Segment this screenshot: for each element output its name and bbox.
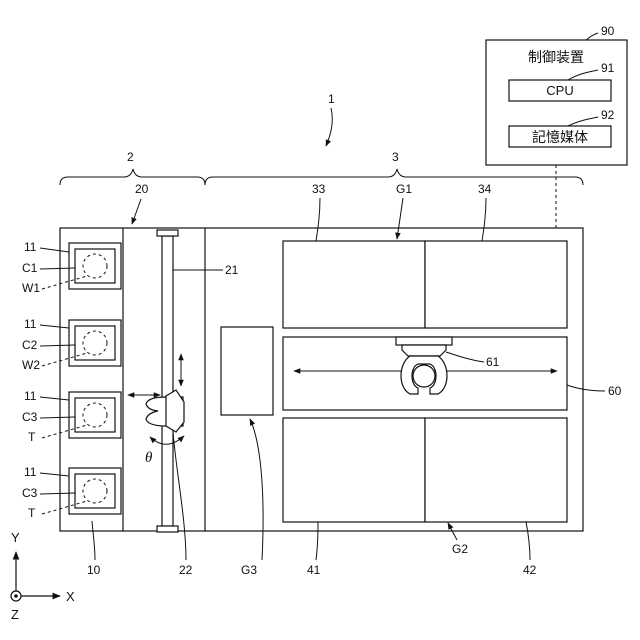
label-cassette-11: 11	[24, 240, 37, 254]
cassette-3	[69, 392, 121, 438]
coordinate-axes: Y X Z	[11, 530, 75, 622]
leader	[40, 397, 69, 400]
label-transfer-arm: 22	[179, 563, 193, 577]
brace-loading	[60, 169, 205, 185]
process-block-34	[425, 241, 567, 328]
cpu-label: CPU	[546, 83, 573, 98]
z-axis-dot	[14, 594, 18, 598]
guide-rail	[162, 236, 173, 526]
group-3-unit	[221, 327, 273, 415]
leader	[40, 248, 69, 252]
leader-34	[482, 198, 486, 241]
axis-z-label: Z	[11, 607, 19, 622]
label-controller: 90	[601, 24, 615, 38]
label-cassette-11: 11	[24, 389, 37, 403]
label-c-2: C2	[22, 338, 38, 352]
leader	[40, 473, 69, 476]
cassette-2	[69, 320, 121, 366]
leader-system	[326, 108, 332, 146]
label-process-block-42: 42	[523, 563, 537, 577]
label-process-block-41: 41	[307, 563, 321, 577]
leader-g1	[397, 198, 403, 239]
transfer-device	[396, 337, 452, 394]
leader-g3	[250, 419, 263, 560]
leader-42	[526, 522, 530, 560]
label-cassette-11: 11	[24, 317, 37, 331]
storage-label: 記憶媒体	[532, 129, 588, 145]
brace-processing	[205, 169, 583, 185]
label-processing-section: 3	[392, 150, 399, 164]
label-process-block-34: 34	[478, 182, 492, 196]
label-cassette-stage: 10	[87, 563, 101, 577]
label-c-4: C3	[22, 486, 38, 500]
device-wafer	[413, 365, 435, 387]
leader-22	[173, 432, 186, 560]
arm-base	[166, 390, 184, 432]
leader-60	[567, 385, 605, 391]
label-theta: θ	[145, 450, 153, 466]
label-guide-rail: 21	[225, 263, 239, 277]
device-body	[402, 345, 446, 356]
label-group-2: G2	[452, 542, 468, 556]
label-w-2: W2	[22, 358, 40, 372]
leader-10	[92, 521, 95, 560]
label-cassette-11: 11	[24, 465, 37, 479]
cassette-1	[69, 243, 121, 289]
label-loading-section: 2	[127, 150, 134, 164]
rail-end-top	[157, 230, 178, 236]
label-transfer-region: 60	[608, 384, 622, 398]
label-process-block-33: 33	[312, 182, 326, 196]
label-transfer-section: 20	[135, 182, 149, 196]
device-base	[396, 337, 452, 345]
label-c-1: C1	[22, 261, 38, 275]
process-block-41	[283, 418, 425, 522]
label-transfer-device: 61	[486, 355, 500, 369]
label-w-1: W1	[22, 281, 40, 295]
label-t-3: T	[28, 430, 36, 444]
label-storage-ref: 92	[601, 108, 615, 122]
leader-transfer-section	[132, 199, 141, 224]
label-group-3: G3	[241, 563, 257, 577]
label-cpu-ref: 91	[601, 61, 615, 75]
label-group-1: G1	[396, 182, 412, 196]
cassette-4	[69, 468, 121, 514]
label-c-3: C3	[22, 410, 38, 424]
leader-41	[316, 522, 318, 560]
rail-end-bottom	[157, 526, 178, 532]
axis-x-label: X	[66, 589, 75, 604]
process-block-33	[283, 241, 425, 328]
leader	[40, 325, 69, 328]
label-t-4: T	[28, 506, 36, 520]
label-system: 1	[328, 92, 335, 106]
axis-y-label: Y	[11, 530, 20, 545]
controller-title: 制御装置	[528, 49, 584, 65]
process-block-42	[425, 418, 567, 522]
leader-33	[316, 198, 320, 241]
